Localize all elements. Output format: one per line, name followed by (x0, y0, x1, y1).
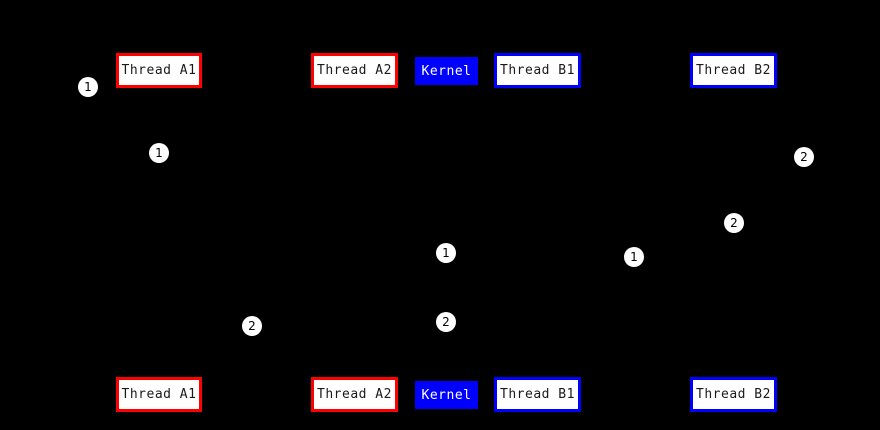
participant-kernel[interactable]: Kernel (415, 57, 478, 85)
message-arrow-1 (159, 155, 355, 156)
step-marker-number: 1 (155, 146, 163, 160)
message-arrow-3 (446, 258, 634, 259)
step-marker-number: 1 (84, 80, 92, 94)
participant-thread-a2[interactable]: Thread A2 (311, 53, 398, 88)
step-marker-number: 2 (248, 319, 256, 333)
lifeline-thread-b1 (538, 88, 539, 377)
step-marker-1a: 1 (78, 77, 98, 97)
step-marker-2d: 2 (436, 312, 456, 332)
step-marker-1b: 1 (149, 143, 169, 163)
participant-thread-a1-end[interactable]: Thread A1 (116, 377, 202, 412)
participant-thread-b2-end[interactable]: Thread B2 (690, 377, 777, 412)
participant-label: Kernel (421, 387, 472, 403)
participant-label: Thread B1 (500, 63, 575, 78)
step-marker-2c: 2 (242, 316, 262, 336)
step-marker-2a: 2 (794, 147, 814, 167)
step-marker-number: 1 (442, 246, 450, 260)
step-marker-1d: 1 (624, 247, 644, 267)
participant-thread-b1-end[interactable]: Thread B1 (494, 377, 581, 412)
participant-label: Thread A2 (317, 387, 392, 402)
lifeline-thread-a2 (355, 88, 356, 377)
participant-label: Thread B2 (696, 387, 771, 402)
participant-kernel-end[interactable]: Kernel (415, 381, 478, 409)
participant-label: Thread A2 (317, 63, 392, 78)
participant-thread-b1[interactable]: Thread B1 (494, 53, 581, 88)
participant-thread-b2[interactable]: Thread B2 (690, 53, 777, 88)
lifeline-thread-a1 (159, 88, 160, 377)
lifeline-kernel (446, 85, 447, 381)
participant-label: Thread A1 (121, 387, 197, 402)
participant-thread-a2-end[interactable]: Thread A2 (311, 377, 398, 412)
participant-thread-a1[interactable]: Thread A1 (116, 53, 202, 88)
step-marker-number: 2 (800, 150, 808, 164)
step-marker-number: 2 (442, 315, 450, 329)
participant-label: Thread A1 (121, 63, 197, 78)
step-marker-1c: 1 (436, 243, 456, 263)
participant-label: Thread B2 (696, 63, 771, 78)
step-marker-number: 2 (730, 216, 738, 230)
message-arrow-4 (252, 325, 446, 326)
participant-label: Thread B1 (500, 387, 575, 402)
message-arrow-2 (538, 225, 734, 226)
participant-label: Kernel (421, 63, 472, 79)
step-marker-number: 1 (630, 250, 638, 264)
step-marker-2b: 2 (724, 213, 744, 233)
